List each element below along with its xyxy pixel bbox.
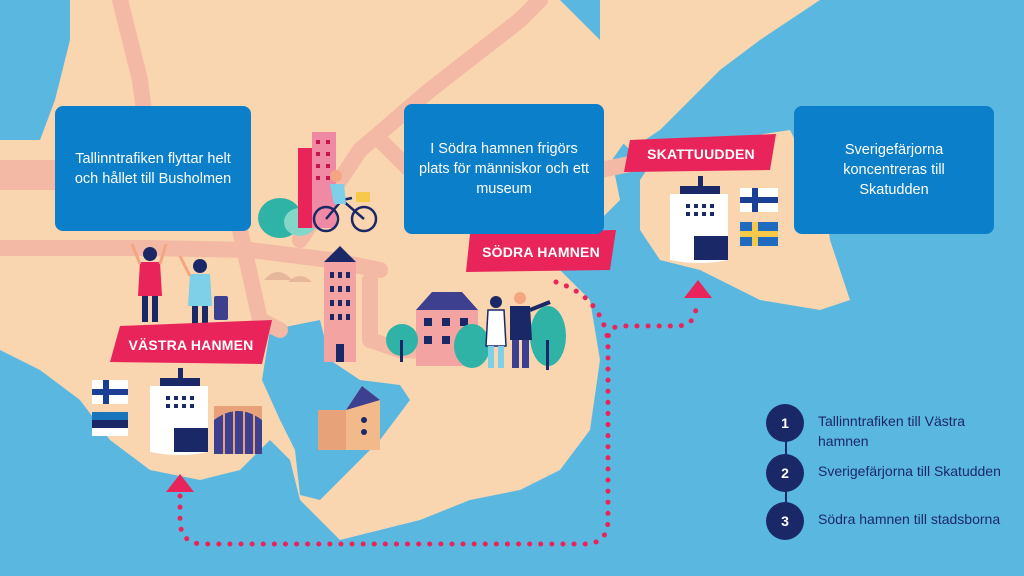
legend-text: Södra hamnen till stadsborna bbox=[818, 511, 1001, 527]
estonia-flag-icon bbox=[92, 412, 128, 436]
tag-shape-sodra bbox=[466, 230, 616, 272]
callout-text: I Södra hamnen frigörs plats för människ… bbox=[418, 141, 590, 197]
place-label-sodra-hamnen: SÖDRA HAMNEN bbox=[482, 244, 600, 260]
cyclist-icon bbox=[312, 170, 378, 233]
left-road-pier bbox=[0, 160, 60, 190]
callout-text: Tallinntrafiken flyttar helt och hållet … bbox=[74, 150, 232, 187]
ferry-icon bbox=[150, 368, 208, 455]
legend-number: 1 bbox=[766, 404, 804, 442]
sweden-flag-icon bbox=[740, 222, 778, 246]
legend-text: Tallinntrafiken till Västra hamnen bbox=[818, 413, 966, 449]
legend-number: 3 bbox=[766, 502, 804, 540]
callout-tallinn-traffic: Tallinntrafiken flyttar helt och hållet … bbox=[55, 106, 251, 231]
legend-item: 3 Södra hamnen till stadsborna bbox=[766, 502, 1008, 540]
legend-text: Sverigefärjorna till Skatudden bbox=[818, 463, 1001, 479]
tag-shape-vastra bbox=[110, 320, 272, 364]
route-arrow-icon bbox=[166, 474, 194, 492]
north-landmass bbox=[600, 0, 820, 150]
lower-buildings bbox=[318, 386, 380, 450]
finland-flag-icon-skatudden bbox=[740, 188, 778, 212]
travellers-icon bbox=[130, 243, 228, 326]
finland-flag-icon bbox=[92, 380, 128, 404]
callout-sodra-hamnen: I Södra hamnen frigörs plats för människ… bbox=[404, 104, 604, 234]
route-arrow-icon-skatudden bbox=[684, 280, 712, 298]
vastra-terminal bbox=[214, 406, 262, 454]
callout-sweden-ferries: Sverigefärjorna koncentreras till Skatud… bbox=[794, 106, 994, 234]
tag-shape-skatt bbox=[624, 134, 776, 172]
legend-item: 1 Tallinntrafiken till Västra hamnen bbox=[766, 404, 1008, 451]
ferry-icon-skatudden bbox=[670, 176, 728, 263]
tree-icon bbox=[386, 306, 566, 370]
central-tower-building bbox=[324, 246, 356, 362]
legend-number: 2 bbox=[766, 454, 804, 492]
place-label-vastra-hamnen: VÄSTRA HANMEN bbox=[128, 337, 254, 353]
place-label-skatudden: SKATTUUDDEN bbox=[647, 146, 755, 162]
callout-text: Sverigefärjorna koncentreras till Skatud… bbox=[843, 142, 945, 198]
people-icon bbox=[485, 292, 551, 368]
ferry-route bbox=[177, 279, 699, 547]
tower-buildings bbox=[298, 132, 336, 228]
legend-item: 2 Sverigefärjorna till Skatudden bbox=[766, 454, 1008, 492]
